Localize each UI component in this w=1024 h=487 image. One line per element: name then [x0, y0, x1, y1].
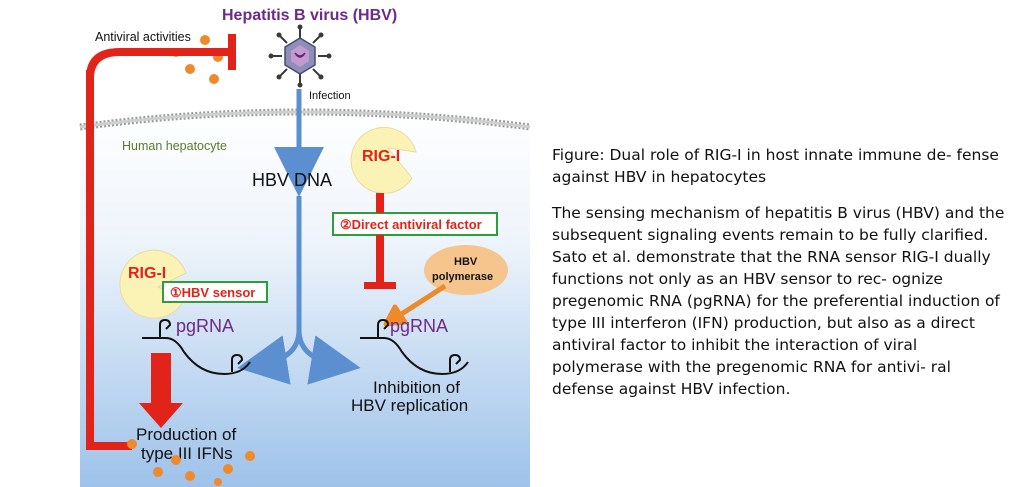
ifn-dots: [127, 439, 255, 486]
svg-text:polymerase: polymerase: [432, 271, 493, 283]
production-arrow: [139, 353, 183, 428]
svg-text:HBV: HBV: [454, 256, 478, 268]
figure-caption: Figure: Dual role of RIG-I in host innat…: [552, 144, 1007, 414]
pgrna-left-label: pgRNA: [176, 316, 234, 336]
hbv-virus-icon: [268, 24, 332, 88]
pgrna-left: [142, 318, 251, 376]
inhibition-label-2: HBV replication: [351, 396, 468, 415]
pgrna-right: [360, 318, 469, 376]
virus-title: Hepatitis B virus (HBV): [222, 7, 397, 24]
hbv-dna-label: HBV DNA: [252, 170, 332, 190]
hbv-sensor-box: [162, 281, 268, 303]
caption-title: Figure: Dual role of RIG-I in host innat…: [552, 146, 999, 186]
svg-text:RIG-I: RIG-I: [362, 148, 400, 165]
human-hepatocyte-label: Human hepatocyte: [122, 139, 227, 153]
direct-antiviral-factor-label: ②Direct antiviral factor: [340, 217, 482, 232]
rig-i-right-pacman: RIG-I: [350, 126, 417, 194]
caption-body: The sensing mechanism of hepatitis B vir…: [552, 204, 1005, 398]
hbv-polymerase: HBV polymerase: [424, 245, 508, 295]
production-label-2: type III IFNs: [141, 444, 233, 463]
hbv-sensor-label: ①HBV sensor: [170, 285, 255, 300]
production-label-1: Production of: [136, 425, 236, 444]
rig-i-inhibition-bar: [364, 193, 396, 289]
polymerase-arrow: [383, 283, 447, 327]
antiviral-activities-label: Antiviral activities: [95, 30, 191, 44]
hbv-dna-split-arrow: [237, 196, 361, 385]
inhibition-label-1: Inhibition of: [373, 378, 460, 397]
hepatocyte-cell: [80, 110, 530, 487]
antiviral-feedback-arrow: [86, 34, 236, 450]
infection-label: Infection: [309, 90, 351, 102]
pgrna-right-label: pgRNA: [390, 316, 448, 336]
direct-antiviral-factor-box: [332, 212, 498, 236]
svg-text:RIG-I: RIG-I: [128, 265, 166, 282]
